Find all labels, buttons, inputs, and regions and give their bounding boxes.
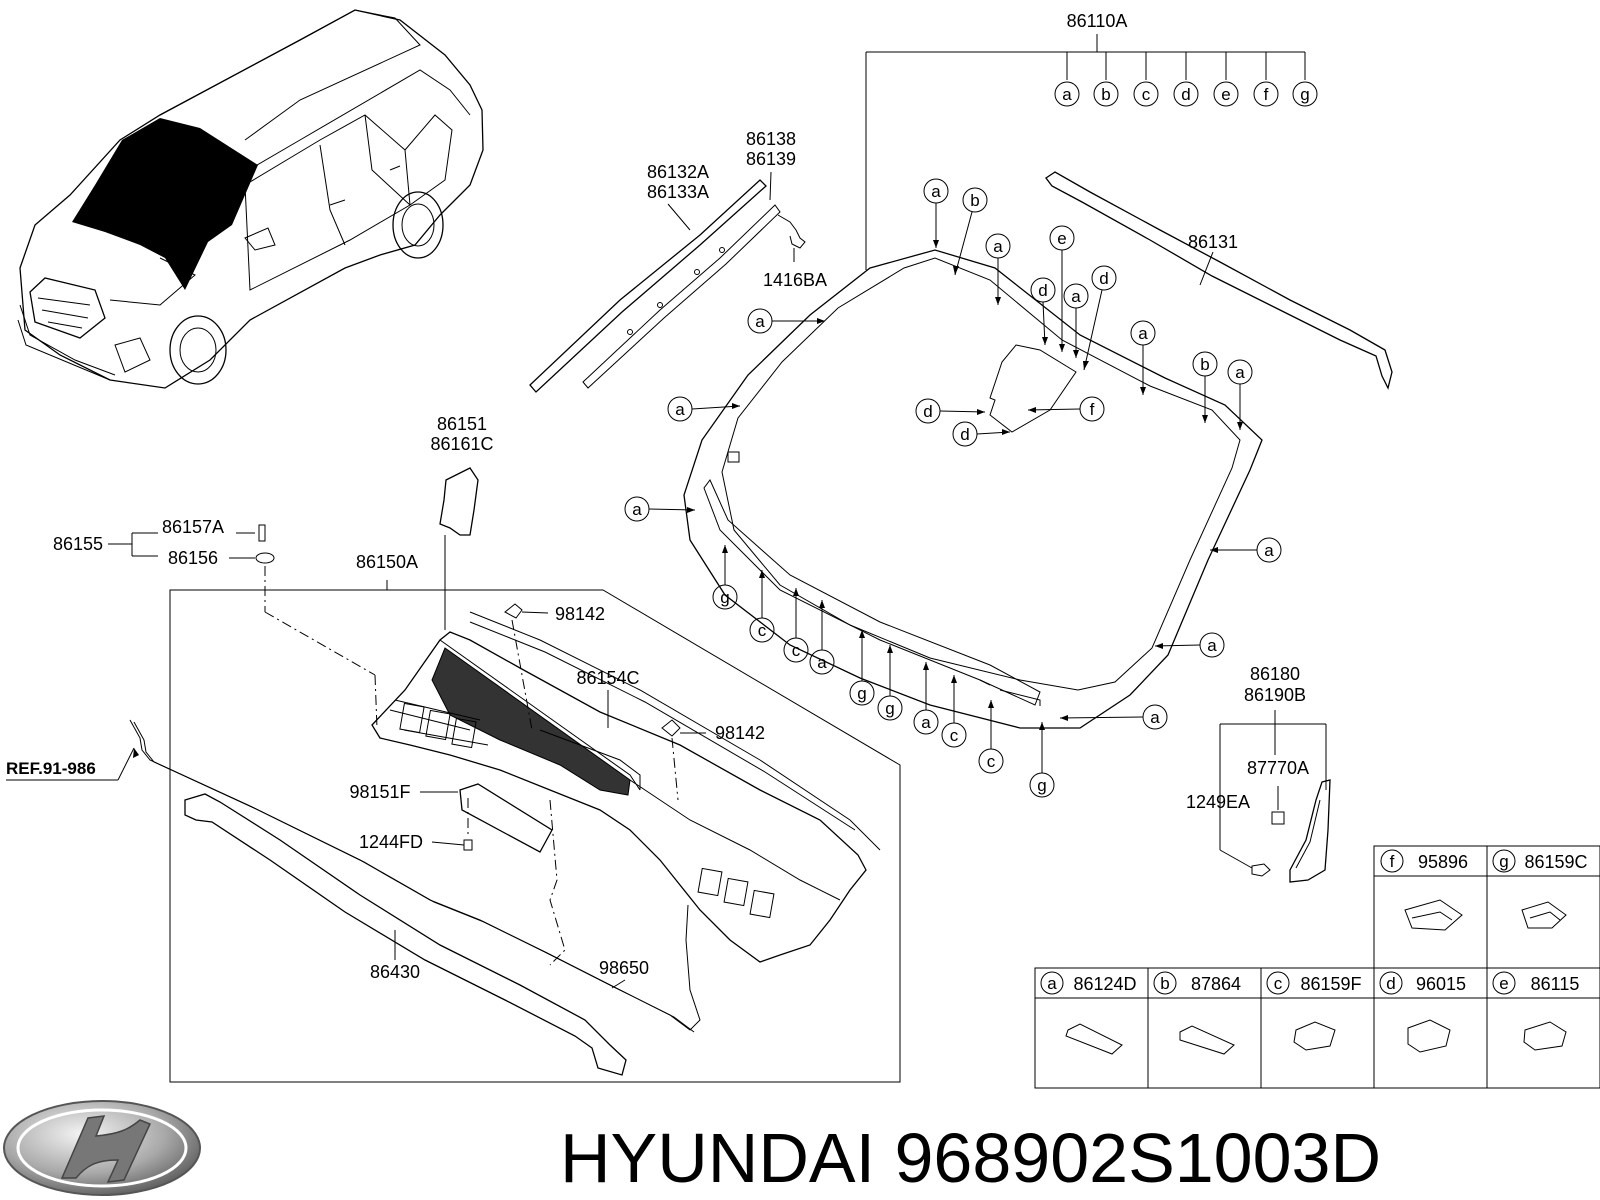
legend-letter-b: b <box>1160 974 1169 993</box>
label-86157A: 86157A <box>162 517 224 537</box>
windshield-callout-bracket <box>865 34 1306 270</box>
callout-c: c <box>792 641 801 660</box>
bracket-letter-g: g <box>1300 85 1309 104</box>
label-86161C: 86161C <box>430 434 493 454</box>
label-87770A: 87770A <box>1247 758 1309 778</box>
part-86131-strip <box>1045 171 1393 390</box>
callout-a: a <box>755 312 765 331</box>
label-86131: 86131 <box>1188 232 1238 252</box>
label-1416BA: 1416BA <box>763 270 827 290</box>
clip-98142-lower <box>661 719 706 801</box>
legend-part-95896: 95896 <box>1418 852 1468 872</box>
part-86151-bracket <box>439 467 479 630</box>
bracket-letter-a: a <box>1062 85 1072 104</box>
callout-a: a <box>632 500 642 519</box>
callout-a: a <box>931 182 941 201</box>
callout-a: a <box>921 713 931 732</box>
callout-g: g <box>1037 776 1046 795</box>
legend-letter-g: g <box>1499 852 1508 871</box>
callout-a: a <box>675 400 685 419</box>
callout-a: a <box>1207 636 1217 655</box>
bracket-letter-e: e <box>1221 85 1230 104</box>
callout-b: b <box>970 191 979 210</box>
part-86430-seal <box>184 793 627 1076</box>
callout-b: b <box>1200 355 1209 374</box>
bracket-letter-c: c <box>1142 85 1151 104</box>
label-86151: 86151 <box>437 414 487 434</box>
legend-part-86124D: 86124D <box>1073 974 1136 994</box>
label-1244FD: 1244FD <box>359 832 423 852</box>
windshield-glass <box>683 249 1263 729</box>
label-86190B: 86190B <box>1244 685 1306 705</box>
brand-part-number: HYUNDAI 968902S1003D <box>560 1119 1382 1197</box>
legend-letter-f: f <box>1390 852 1395 871</box>
callout-g: g <box>885 699 894 718</box>
cowl-assembly-frame <box>169 580 901 1083</box>
callout-a: a <box>1071 287 1081 306</box>
bracket-letter-d: d <box>1181 85 1190 104</box>
label-86180: 86180 <box>1250 664 1300 684</box>
clip-1416BA <box>777 214 806 262</box>
callout-a: a <box>1235 363 1245 382</box>
legend-table-bottom <box>1034 967 1600 1089</box>
bracket-letter-b: b <box>1101 85 1110 104</box>
callout-a: a <box>993 237 1003 256</box>
callout-a: a <box>1150 708 1160 727</box>
legend-letter-e: e <box>1499 974 1508 993</box>
callout-a: a <box>1138 324 1148 343</box>
label-86139: 86139 <box>746 149 796 169</box>
label-98151F: 98151F <box>349 782 410 802</box>
legend-letter-d: d <box>1386 974 1395 993</box>
bracket-letter-f: f <box>1264 85 1269 104</box>
label-1249EA: 1249EA <box>1186 792 1250 812</box>
callout-d: d <box>1038 281 1047 300</box>
callout-d: d <box>923 402 932 421</box>
legend-part-86159F: 86159F <box>1300 974 1361 994</box>
windshield-callouts: a a a a b a e d a d a b a d d f <box>624 178 1282 798</box>
vehicle-illustration <box>17 9 484 389</box>
legend-letter-c: c <box>1274 974 1283 993</box>
label-86132A: 86132A <box>647 162 709 182</box>
legend-part-96015: 96015 <box>1416 974 1466 994</box>
label-86155: 86155 <box>53 534 103 554</box>
part-86155-group <box>108 524 378 729</box>
callout-e: e <box>1057 229 1066 248</box>
label-86150A: 86150A <box>356 552 418 572</box>
legend-letter-a: a <box>1047 974 1057 993</box>
label-86156: 86156 <box>168 548 218 568</box>
callout-d: d <box>1099 269 1108 288</box>
label-86110A: 86110A <box>1067 11 1128 31</box>
part-86150A-cowl <box>371 611 881 963</box>
label-98650: 98650 <box>599 958 649 978</box>
legend-part-86159C: 86159C <box>1524 852 1587 872</box>
callout-a: a <box>817 653 827 672</box>
label-86133A: 86133A <box>647 182 709 202</box>
part-86180-group <box>1219 710 1331 883</box>
callout-f: f <box>1090 400 1095 419</box>
legend-part-87864: 87864 <box>1191 974 1241 994</box>
label-98142-upper: 98142 <box>555 604 605 624</box>
part-98650-hose <box>129 719 701 1033</box>
ref-arrow <box>6 747 139 781</box>
part-86132A-molding <box>529 171 781 393</box>
callout-a: a <box>1264 541 1274 560</box>
label-86154C: 86154C <box>576 668 639 688</box>
label-86430: 86430 <box>370 962 420 982</box>
bracket-letters-row: a b c d e f g <box>1054 81 1318 107</box>
part-98151F-bracket <box>420 783 553 853</box>
callout-c: c <box>758 621 767 640</box>
callout-c: c <box>950 726 959 745</box>
clip-98142-upper <box>504 603 549 731</box>
callout-g: g <box>857 684 866 703</box>
ref-label: REF.91-986 <box>6 759 96 778</box>
callout-c: c <box>987 752 996 771</box>
label-86138: 86138 <box>746 129 796 149</box>
legend-part-86115: 86115 <box>1531 974 1580 994</box>
hyundai-logo <box>3 1100 201 1196</box>
callout-g: g <box>720 588 729 607</box>
callout-d: d <box>960 425 969 444</box>
label-98142-lower: 98142 <box>715 723 765 743</box>
